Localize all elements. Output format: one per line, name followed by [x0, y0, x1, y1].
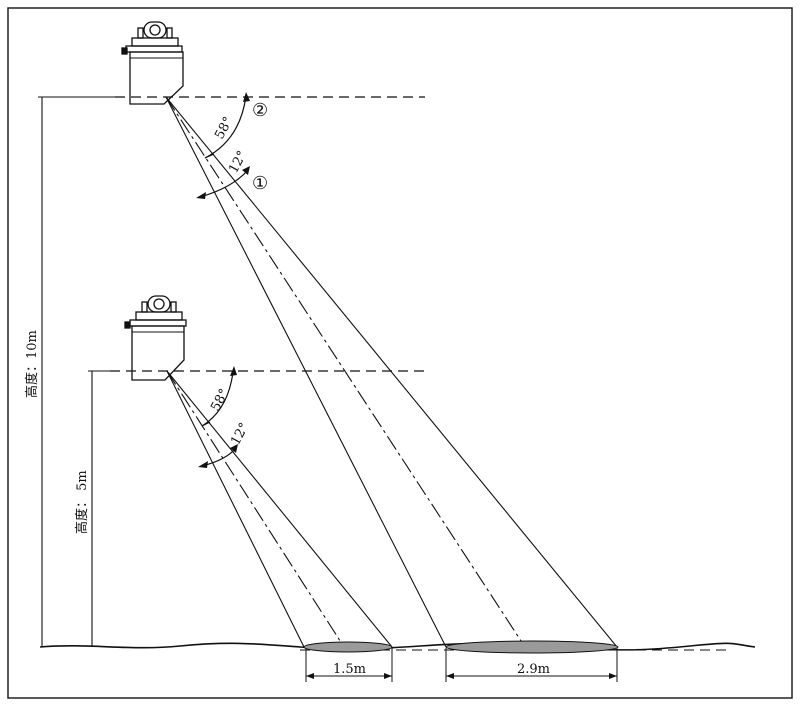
lower-beam	[166, 370, 393, 648]
upper-spot-width-label: 2.9m	[517, 662, 550, 677]
marker-one: ①	[252, 173, 268, 194]
upper-beam-edge-far	[165, 96, 618, 648]
upper-sensor-device	[121, 21, 184, 105]
marker-two: ②	[252, 100, 268, 121]
height-5m-label: 高度： 5m	[74, 470, 90, 534]
upper-sensor-housing	[129, 51, 184, 105]
upper-light-spot	[445, 640, 619, 654]
lower-spot-dimension	[305, 648, 393, 682]
upper-angle-58-label: 58°	[212, 114, 236, 141]
upper-mount-clamp	[121, 21, 183, 55]
lower-light-spot	[303, 641, 393, 653]
lower-beam-edge-near	[166, 370, 305, 648]
lower-angle-12-label: 12°	[228, 420, 252, 447]
lower-beam-axis	[166, 370, 345, 648]
upper-beam-axis	[165, 96, 526, 648]
upper-arc-12	[199, 169, 249, 198]
lower-arc-58	[201, 371, 234, 427]
lower-mount-clamp	[124, 295, 187, 329]
upper-arc-58	[204, 95, 247, 159]
upper-spot-dimension	[445, 648, 618, 682]
ground-line	[39, 642, 756, 651]
lower-sensor-housing	[131, 325, 185, 381]
upper-beam	[165, 96, 618, 648]
height-10m-label: 高度：10m	[24, 330, 40, 398]
diagram-frame	[7, 7, 793, 699]
lower-spot-width-label: 1.5m	[333, 662, 366, 677]
lower-sensor-device	[124, 295, 187, 381]
lower-beam-edge-far	[166, 370, 393, 648]
upper-beam-edge-near	[165, 96, 447, 648]
